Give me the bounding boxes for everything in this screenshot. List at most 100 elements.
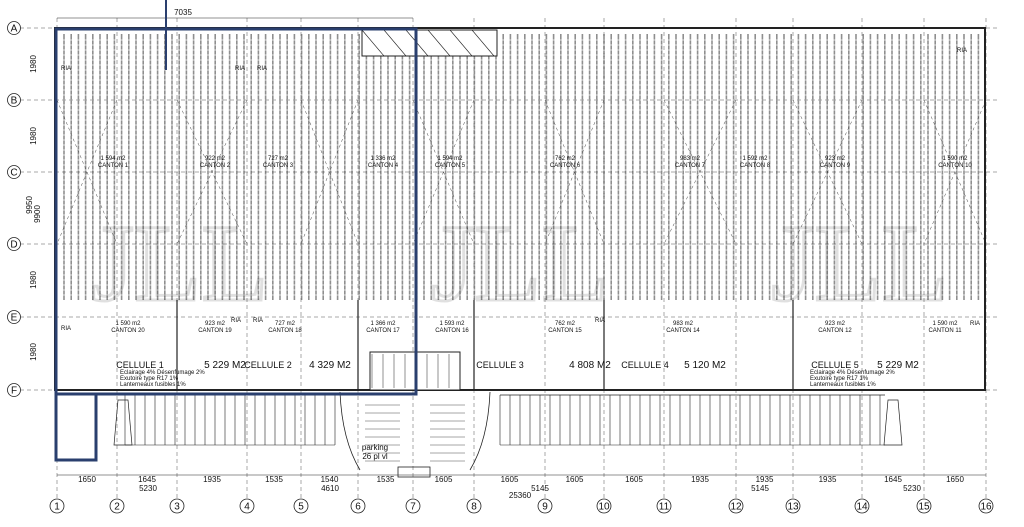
cell-name: CELLULE 3 (476, 360, 524, 370)
column-marker-label: 2 (114, 502, 120, 513)
column-marker-label: 12 (730, 502, 742, 513)
canton-name: CANTON 2 (200, 163, 231, 169)
ria-label: RIA (957, 48, 967, 54)
sprinkler-diagonal (176, 99, 248, 245)
bottom-dimension: 1935 (819, 475, 837, 484)
sprinkler-diagonal (663, 99, 737, 245)
sprinkler-diagonal (300, 99, 359, 245)
bottom-dimension: 1605 (566, 475, 584, 484)
bottom-dimension: 1645 (884, 475, 902, 484)
column-marker-label: 11 (659, 502, 670, 513)
roof-structure-diagonal (449, 29, 473, 57)
cell-area: 4 329 M2 (309, 360, 351, 371)
canton-area: 727 m2 (268, 156, 289, 162)
left-dimension: 1980 (29, 343, 38, 361)
column-marker (916, 498, 932, 514)
bottom-dimension-group: 5145 (751, 484, 769, 493)
column-marker (537, 498, 553, 514)
column-marker (49, 498, 65, 514)
column-marker-label: 3 (174, 502, 180, 513)
column-marker (109, 498, 125, 514)
canton-name: CANTON 7 (675, 163, 706, 169)
column-marker-label: 8 (471, 502, 477, 513)
canton-area: 1 594 m2 (437, 156, 463, 162)
bottom-dimension: 1540 (321, 475, 339, 484)
sprinkler-diagonal (923, 99, 987, 245)
bottom-dimension: 1535 (377, 475, 395, 484)
canton-name: CANTON 14 (666, 328, 700, 334)
ria-label: RIA (61, 66, 71, 72)
cell-area: 4 808 M2 (569, 360, 611, 371)
ramp (883, 399, 903, 446)
roof-structure (361, 29, 498, 57)
column-marker-label: 5 (298, 502, 304, 513)
parking-spaces: 26 pl vl (362, 452, 388, 461)
bottom-dimension: 1650 (78, 475, 96, 484)
canton-name: CANTON 3 (263, 163, 294, 169)
highlight-outline (54, 27, 418, 396)
column-marker-label: 16 (980, 502, 992, 513)
canton-name: CANTON 11 (928, 328, 962, 334)
parking-curb (469, 391, 491, 471)
sprinkler-diagonal (56, 99, 118, 245)
column-marker (978, 498, 994, 514)
ria-label: RIA (595, 318, 605, 324)
canton-area: 1 590 m2 (115, 321, 141, 327)
bottom-dimension: 1645 (138, 475, 156, 484)
left-dimension: 9900 (33, 205, 42, 223)
canton-area: 983 m2 (680, 156, 701, 162)
bottom-dimension: 1535 (265, 475, 283, 484)
bottom-dimension: 1605 (625, 475, 643, 484)
column-marker (405, 498, 421, 514)
canton-area: 923 m2 (205, 321, 226, 327)
roof-structure-diagonal (471, 29, 495, 57)
canton-name: CANTON 17 (366, 328, 400, 334)
sprinkler-diagonal (544, 99, 605, 245)
notes-cell-1: Lanterneaux fusibles 1% (120, 382, 186, 388)
roof-structure-diagonal (427, 29, 451, 57)
row-marker (7, 237, 21, 251)
canton-area: 1 590 m2 (932, 321, 958, 327)
cell-name: CELLULE 4 (621, 360, 669, 370)
column-marker-label: 6 (355, 502, 361, 513)
row-marker (7, 165, 21, 179)
column-marker-label: 13 (787, 502, 799, 513)
bottom-dimension: 1935 (756, 475, 774, 484)
cell-name: CELLULE 5 (811, 360, 859, 370)
bottom-dimension: 1605 (501, 475, 519, 484)
bottom-dimension-group: 4610 (321, 484, 339, 493)
left-dimension: 1980 (29, 55, 38, 73)
column-marker (293, 498, 309, 514)
ria-label: RIA (257, 66, 267, 72)
canton-area: 727 m2 (275, 321, 296, 327)
row-marker-label: A (11, 24, 18, 35)
bottom-dimension: 1605 (435, 475, 453, 484)
row-marker-label: E (11, 313, 18, 324)
loading-docks (113, 391, 903, 478)
column-marker-label: 10 (598, 502, 610, 513)
canton-area: 1 590 m2 (942, 156, 968, 162)
cell-area: 5 120 M2 (684, 360, 726, 371)
cell-area: 5 229 M2 (204, 360, 246, 371)
row-marker (7, 21, 21, 35)
canton-name: CANTON 19 (198, 328, 232, 334)
column-marker (169, 498, 185, 514)
row-marker-label: C (10, 168, 17, 179)
notes-cell-1: Exutoire type R17 1% (120, 376, 179, 382)
column-marker (785, 498, 801, 514)
column-marker (466, 498, 482, 514)
ria-label: RIA (231, 318, 241, 324)
watermark-text: JLL (91, 202, 268, 324)
column-marker-label: 4 (244, 502, 250, 513)
parking-curb (339, 391, 361, 471)
cell-name: CELLULE 1 (116, 360, 164, 370)
column-marker (656, 498, 672, 514)
bottom-dimension: 1650 (946, 475, 964, 484)
canton-area: 983 m2 (673, 321, 694, 327)
canton-area: 1 593 m2 (439, 321, 465, 327)
column-marker-label: 9 (542, 502, 548, 513)
bottom-dimension-group: 5145 (531, 484, 549, 493)
highlight-extension (54, 392, 98, 462)
